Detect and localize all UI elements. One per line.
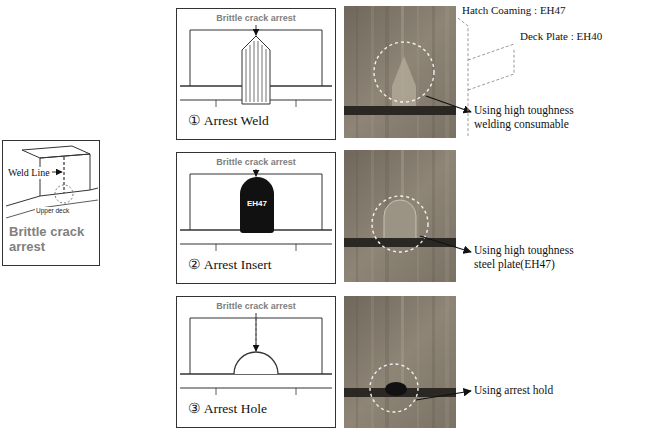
panel-sketch <box>180 25 332 107</box>
surface-streak <box>432 296 435 428</box>
surface-streak <box>432 150 435 282</box>
surface-streak <box>417 6 419 138</box>
node-text: ② Arrest Insert <box>187 257 272 273</box>
surface-streak <box>385 296 389 428</box>
surface-streak <box>385 6 389 138</box>
node-text: Upper deck <box>35 207 70 214</box>
steel-plate <box>344 6 456 138</box>
leader-arrow <box>52 172 62 173</box>
node-text: ① Arrest Weld <box>187 113 270 129</box>
insert-outline <box>384 200 416 238</box>
crack-arrow <box>256 25 257 35</box>
method-note: Using high toughness steel plate(EH47) <box>474 244 592 272</box>
arrest-caption: Brittle crack arrest <box>215 301 297 311</box>
surface-streak <box>417 150 419 282</box>
surface-streak <box>371 6 374 138</box>
surface-streak <box>445 296 449 428</box>
method-note: Using high toughness welding consumable <box>474 104 592 132</box>
deck-bottom <box>180 388 332 389</box>
steel-plate <box>344 150 456 282</box>
arrest-circle <box>55 185 73 203</box>
surface-streak <box>445 150 449 282</box>
coaming-bracket <box>458 18 468 136</box>
panel-box: Brittle crack arrest ① Arrest Weld <box>176 8 336 140</box>
node-text: EH47 <box>246 199 268 208</box>
deck-plate <box>6 200 98 218</box>
steel-plate <box>344 296 456 428</box>
overview-sketch <box>6 146 98 218</box>
highlight-circle <box>370 364 418 412</box>
weld-hatch <box>266 49 267 102</box>
leader-arrow <box>420 236 471 252</box>
stiffener-stub <box>216 244 296 251</box>
arrest-weld-mark <box>392 56 416 106</box>
weld-line <box>63 157 64 193</box>
crack-arrow <box>256 313 257 351</box>
arrest-caption: Brittle crack arrest <box>215 13 297 23</box>
test-photo <box>344 296 456 428</box>
deck-bottom <box>180 244 332 245</box>
test-photo <box>344 6 456 138</box>
panel-box: Weld LineUpper deckBrittle crack arrest <box>2 140 100 266</box>
arrest-hole <box>234 352 278 374</box>
node-text: Weld Line <box>7 167 51 179</box>
node-text: ③ Arrest Hole <box>187 401 268 417</box>
arrest-weld <box>242 36 270 104</box>
deck-bracket <box>468 48 514 90</box>
material-note: Deck Plate : EH40 <box>520 30 602 43</box>
deck-edge <box>6 188 98 206</box>
surface-streak <box>356 6 358 138</box>
weld-hatch <box>254 41 255 102</box>
deck-bracket <box>468 44 514 60</box>
weld-hatch <box>246 49 247 102</box>
crack-arrow <box>256 169 257 176</box>
test-photo <box>344 150 456 282</box>
material-note: Hatch Coaming : EH47 <box>462 4 566 17</box>
surface-streak <box>417 296 419 428</box>
highlight-circle <box>372 196 428 252</box>
surface-streak <box>445 6 449 138</box>
panel-box: Brittle crack arrest ② Arrest Insert EH47 <box>176 152 336 284</box>
weld-hatch <box>262 45 263 102</box>
highlight-circle <box>374 42 434 102</box>
surface-streak <box>356 150 358 282</box>
leader-arrow <box>416 391 471 400</box>
arrest-hole-mark <box>385 382 407 396</box>
deck-weld-band <box>344 106 456 115</box>
insert-plate: EH47 <box>240 177 274 233</box>
coaming-flange <box>22 146 90 158</box>
method-note: Using arrest hold <box>474 384 553 398</box>
panel-sketch <box>180 313 332 395</box>
panel-box: Brittle crack arrest ③ Arrest Hole <box>176 296 336 428</box>
stiffener-stub <box>216 388 296 395</box>
butt-weld-line <box>401 296 404 388</box>
surface-streak <box>371 296 374 428</box>
weld-hatch <box>258 41 259 102</box>
weld-hatch <box>250 45 251 102</box>
surface-streak <box>356 296 358 428</box>
arrest-caption: Brittle crack arrest <box>215 157 297 167</box>
node-text: Brittle crack arrest <box>8 225 92 255</box>
panel-sketch <box>180 169 332 251</box>
leader-arrow <box>426 96 471 112</box>
